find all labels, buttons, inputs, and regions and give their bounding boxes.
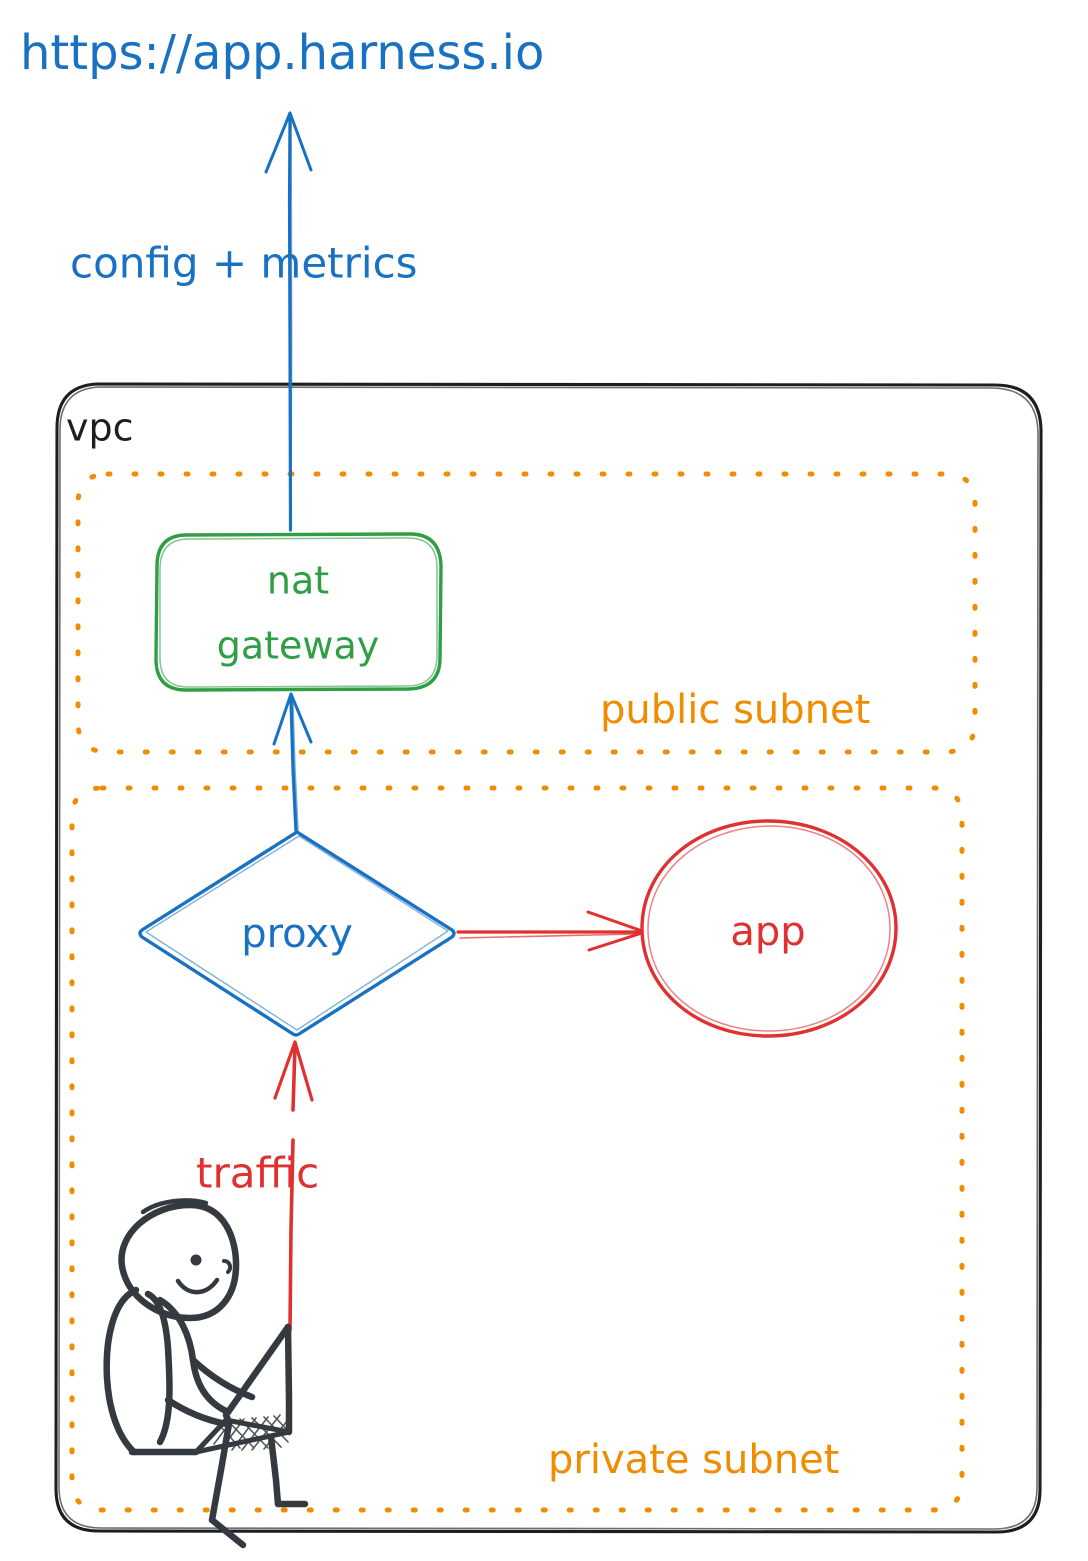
proxy-label: proxy	[241, 911, 353, 957]
nat-gateway-label-line1: nat	[267, 559, 329, 603]
nat-gateway-label-line2: gateway	[217, 624, 380, 668]
app-node[interactable]: app	[640, 819, 898, 1038]
nat-gateway-node[interactable]: nat gateway	[154, 532, 443, 692]
proxy-to-nat-arrow	[272, 692, 313, 834]
nat-to-internet-arrow	[264, 111, 313, 532]
public-subnet-label: public subnet	[600, 687, 870, 733]
app-label: app	[730, 909, 805, 955]
private-subnet-boundary	[69, 785, 965, 1513]
vpc-boundary	[54, 382, 1043, 1534]
traffic-label: traffic	[196, 1149, 319, 1198]
user-stick-figure	[103, 1198, 309, 1549]
public-subnet-boundary	[75, 471, 978, 755]
user-to-proxy-arrow	[273, 1040, 314, 1332]
private-subnet-label: private subnet	[548, 1437, 839, 1483]
vpc-label: vpc	[66, 406, 134, 450]
proxy-to-app-arrow	[456, 910, 647, 952]
harness-url-label: https://app.harness.io	[20, 25, 544, 81]
config-metrics-label: config + metrics	[70, 239, 418, 288]
proxy-node[interactable]: proxy	[138, 830, 456, 1037]
